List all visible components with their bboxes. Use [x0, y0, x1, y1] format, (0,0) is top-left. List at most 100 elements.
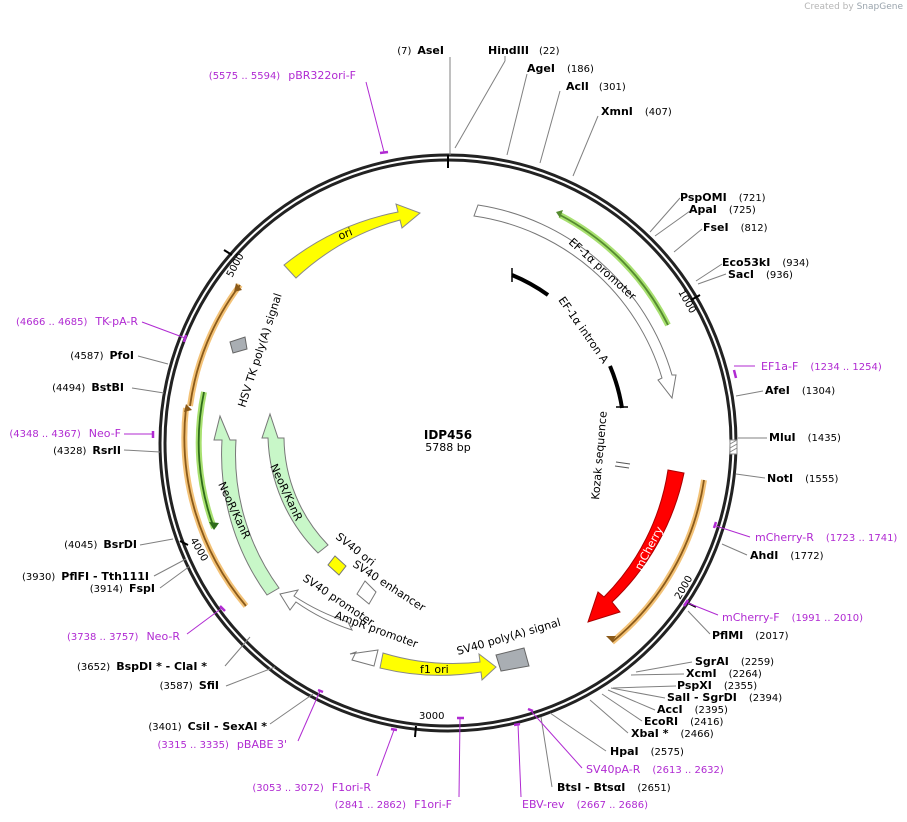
feature-ori [283, 203, 421, 279]
primer-mark-sv40pa-r [527, 707, 534, 713]
enzyme-labels: (7)AseI HindIII(22) AgeI(186) AclI(301) … [22, 44, 841, 794]
primer-mark-tk-pa-r [182, 334, 188, 343]
primer-mcherry-f: mCherry-F(1991 .. 2010) [722, 611, 863, 624]
credit-prefix: Created by [804, 2, 854, 12]
feature-label-f1-ori: f1 ori [420, 663, 449, 676]
mlui-site-mark [729, 439, 738, 455]
feature-neor-inner [261, 412, 329, 554]
feature-sv40-ori [327, 555, 347, 576]
primer-leaders [124, 81, 755, 798]
enzyme-pfoi: (4587)PfoI [70, 349, 134, 362]
feature-label-ori: ori [336, 225, 354, 242]
enzyme-fspi: (3914)FspI [90, 582, 155, 595]
orf-neo-line [197, 391, 215, 529]
primer-ebv-rev: EBV-rev(2667 .. 2686) [522, 798, 648, 811]
feature-label-ampr-promoter: AmpR promoter [333, 609, 420, 651]
enzyme-bstbi: (4494)BstBI [52, 381, 124, 394]
feature-kozak-2 [614, 465, 630, 469]
primer-tk-pa-r: (4666 .. 4685)TK-pA-R [16, 315, 138, 328]
orf-arrowhead-3 [606, 636, 616, 642]
tick-4000 [179, 540, 189, 546]
tick-1000 [690, 294, 701, 301]
enzyme-leaders [123, 56, 767, 788]
feature-neor-outer [213, 414, 280, 596]
enzyme-xcmi: XcmI(2264) [686, 667, 762, 680]
enzyme-ahdi: AhdI(1772) [750, 549, 824, 562]
primer-mark-pbabe3 [317, 688, 324, 694]
primer-marks [151, 150, 738, 732]
plasmid-name: IDP456 [424, 428, 472, 442]
primer-mark-mcherry-r [712, 521, 718, 529]
tick-label-3000: 3000 [419, 711, 444, 722]
primer-pbr322ori-f: (5575 .. 5594)pBR322ori-F [209, 69, 356, 82]
enzyme-csii-sexai: (3401)CsiI - SexAI * [148, 720, 267, 733]
orf-mcherry-line [611, 479, 705, 643]
enzyme-btsi: BtsI - BtsαI(2651) [557, 781, 671, 794]
enzyme-hindiii: HindIII(22) [488, 44, 560, 57]
primer-neo-r: (3738 .. 3757)Neo-R [67, 630, 180, 643]
primer-labels: (5575 .. 5594)pBR322ori-F EF1a-F(1234 ..… [9, 69, 897, 811]
feature-f1-ori [379, 652, 497, 682]
snapgene-credit: Created by SnapGene [804, 2, 903, 12]
feature-kozak-1 [615, 461, 631, 465]
enzyme-acli: AclI(301) [566, 80, 626, 93]
enzyme-eco53ki: Eco53kI(934) [722, 256, 809, 269]
enzyme-apai: ApaI(725) [689, 203, 756, 216]
enzyme-pflmi: PflMI(2017) [712, 629, 789, 642]
enzyme-sfii: (3587)SfiI [160, 679, 219, 692]
primer-pbabe3: (3315 .. 3335)pBABE 3' [158, 738, 288, 751]
enzyme-hpai: HpaI(2575) [610, 745, 684, 758]
enzyme-acci: AccI(2395) [657, 703, 728, 716]
feature-mcherry [587, 469, 685, 623]
plasmid-size: 5788 bp [425, 441, 470, 454]
enzyme-noti: NotI(1555) [767, 472, 838, 485]
primer-ef1a-f: EF1a-F(1234 .. 1254) [761, 360, 882, 373]
enzyme-bsrdi: (4045)BsrDI [64, 538, 137, 551]
primer-mark-f1ori-r [390, 727, 398, 732]
enzyme-asei: (7)AseI [397, 44, 444, 57]
primer-neo-f: (4348 .. 4367)Neo-F [9, 427, 121, 440]
orf-promoter-line [559, 214, 669, 326]
primer-f1ori-f: (2841 .. 2862)F1ori-F [335, 798, 452, 811]
feature-label-mcherry: mCherry [632, 524, 666, 572]
feature-sv40-promoter [279, 589, 353, 631]
primer-sv40pa-r: SV40pA-R(2613 .. 2632) [586, 763, 724, 776]
primer-mark-ebv-rev [513, 722, 521, 727]
feature-ampr-promoter [349, 649, 379, 667]
enzyme-sali-sgrdi: SalI - SgrDI(2394) [667, 691, 782, 704]
primer-mark-mcherry-f [682, 599, 690, 607]
feature-label-kozak: Kozak sequence [589, 410, 610, 500]
enzyme-bspdi-clai: (3652)BspDI * - ClaI * [77, 660, 207, 673]
enzyme-saci: SacI(936) [728, 268, 793, 281]
feature-hsv-tk-polya [229, 336, 248, 354]
enzyme-afei: AfeI(1304) [765, 384, 835, 397]
orf-mcherry-halo [610, 479, 707, 645]
feature-sv40-enhancer [356, 580, 377, 605]
enzyme-agei: AgeI(186) [527, 62, 594, 75]
orf-arrowhead-5 [209, 522, 219, 530]
orf-left-line [183, 407, 247, 607]
primer-mark-pbr322ori-f [379, 150, 389, 155]
feature-intron-a-start [511, 273, 550, 297]
enzyme-xbai: XbaI *(2466) [631, 727, 714, 740]
orf-arrowhead-2 [184, 404, 192, 412]
primer-mcherry-r: mCherry-R(1723 .. 1741) [755, 531, 897, 544]
enzyme-ecori: EcoRI(2416) [644, 715, 724, 728]
feature-intron-a-end [608, 365, 624, 409]
enzyme-rsrii: (4328)RsrII [53, 444, 121, 457]
tick-5000 [223, 249, 233, 256]
tick-3000 [414, 725, 417, 738]
primer-mark-ef1a-f [732, 369, 738, 379]
enzyme-sgrai: SgrAI(2259) [695, 655, 774, 668]
enzyme-pflfi-tth111i: (3930)PflFI - Tth111I [22, 570, 149, 583]
orf-left-top-line [189, 284, 241, 407]
primer-mark-neo-r [219, 605, 226, 612]
orf-arcs [181, 210, 707, 645]
feature-sv40-polya [495, 647, 530, 672]
enzyme-mlui: MluI(1435) [769, 431, 841, 444]
primer-f1ori-r: (3053 .. 3072)F1ori-R [252, 781, 371, 794]
snapgene-logo: SnapGene [856, 2, 903, 12]
orf-arrowhead-4 [556, 210, 563, 218]
orf-arrowhead-1 [234, 283, 242, 292]
